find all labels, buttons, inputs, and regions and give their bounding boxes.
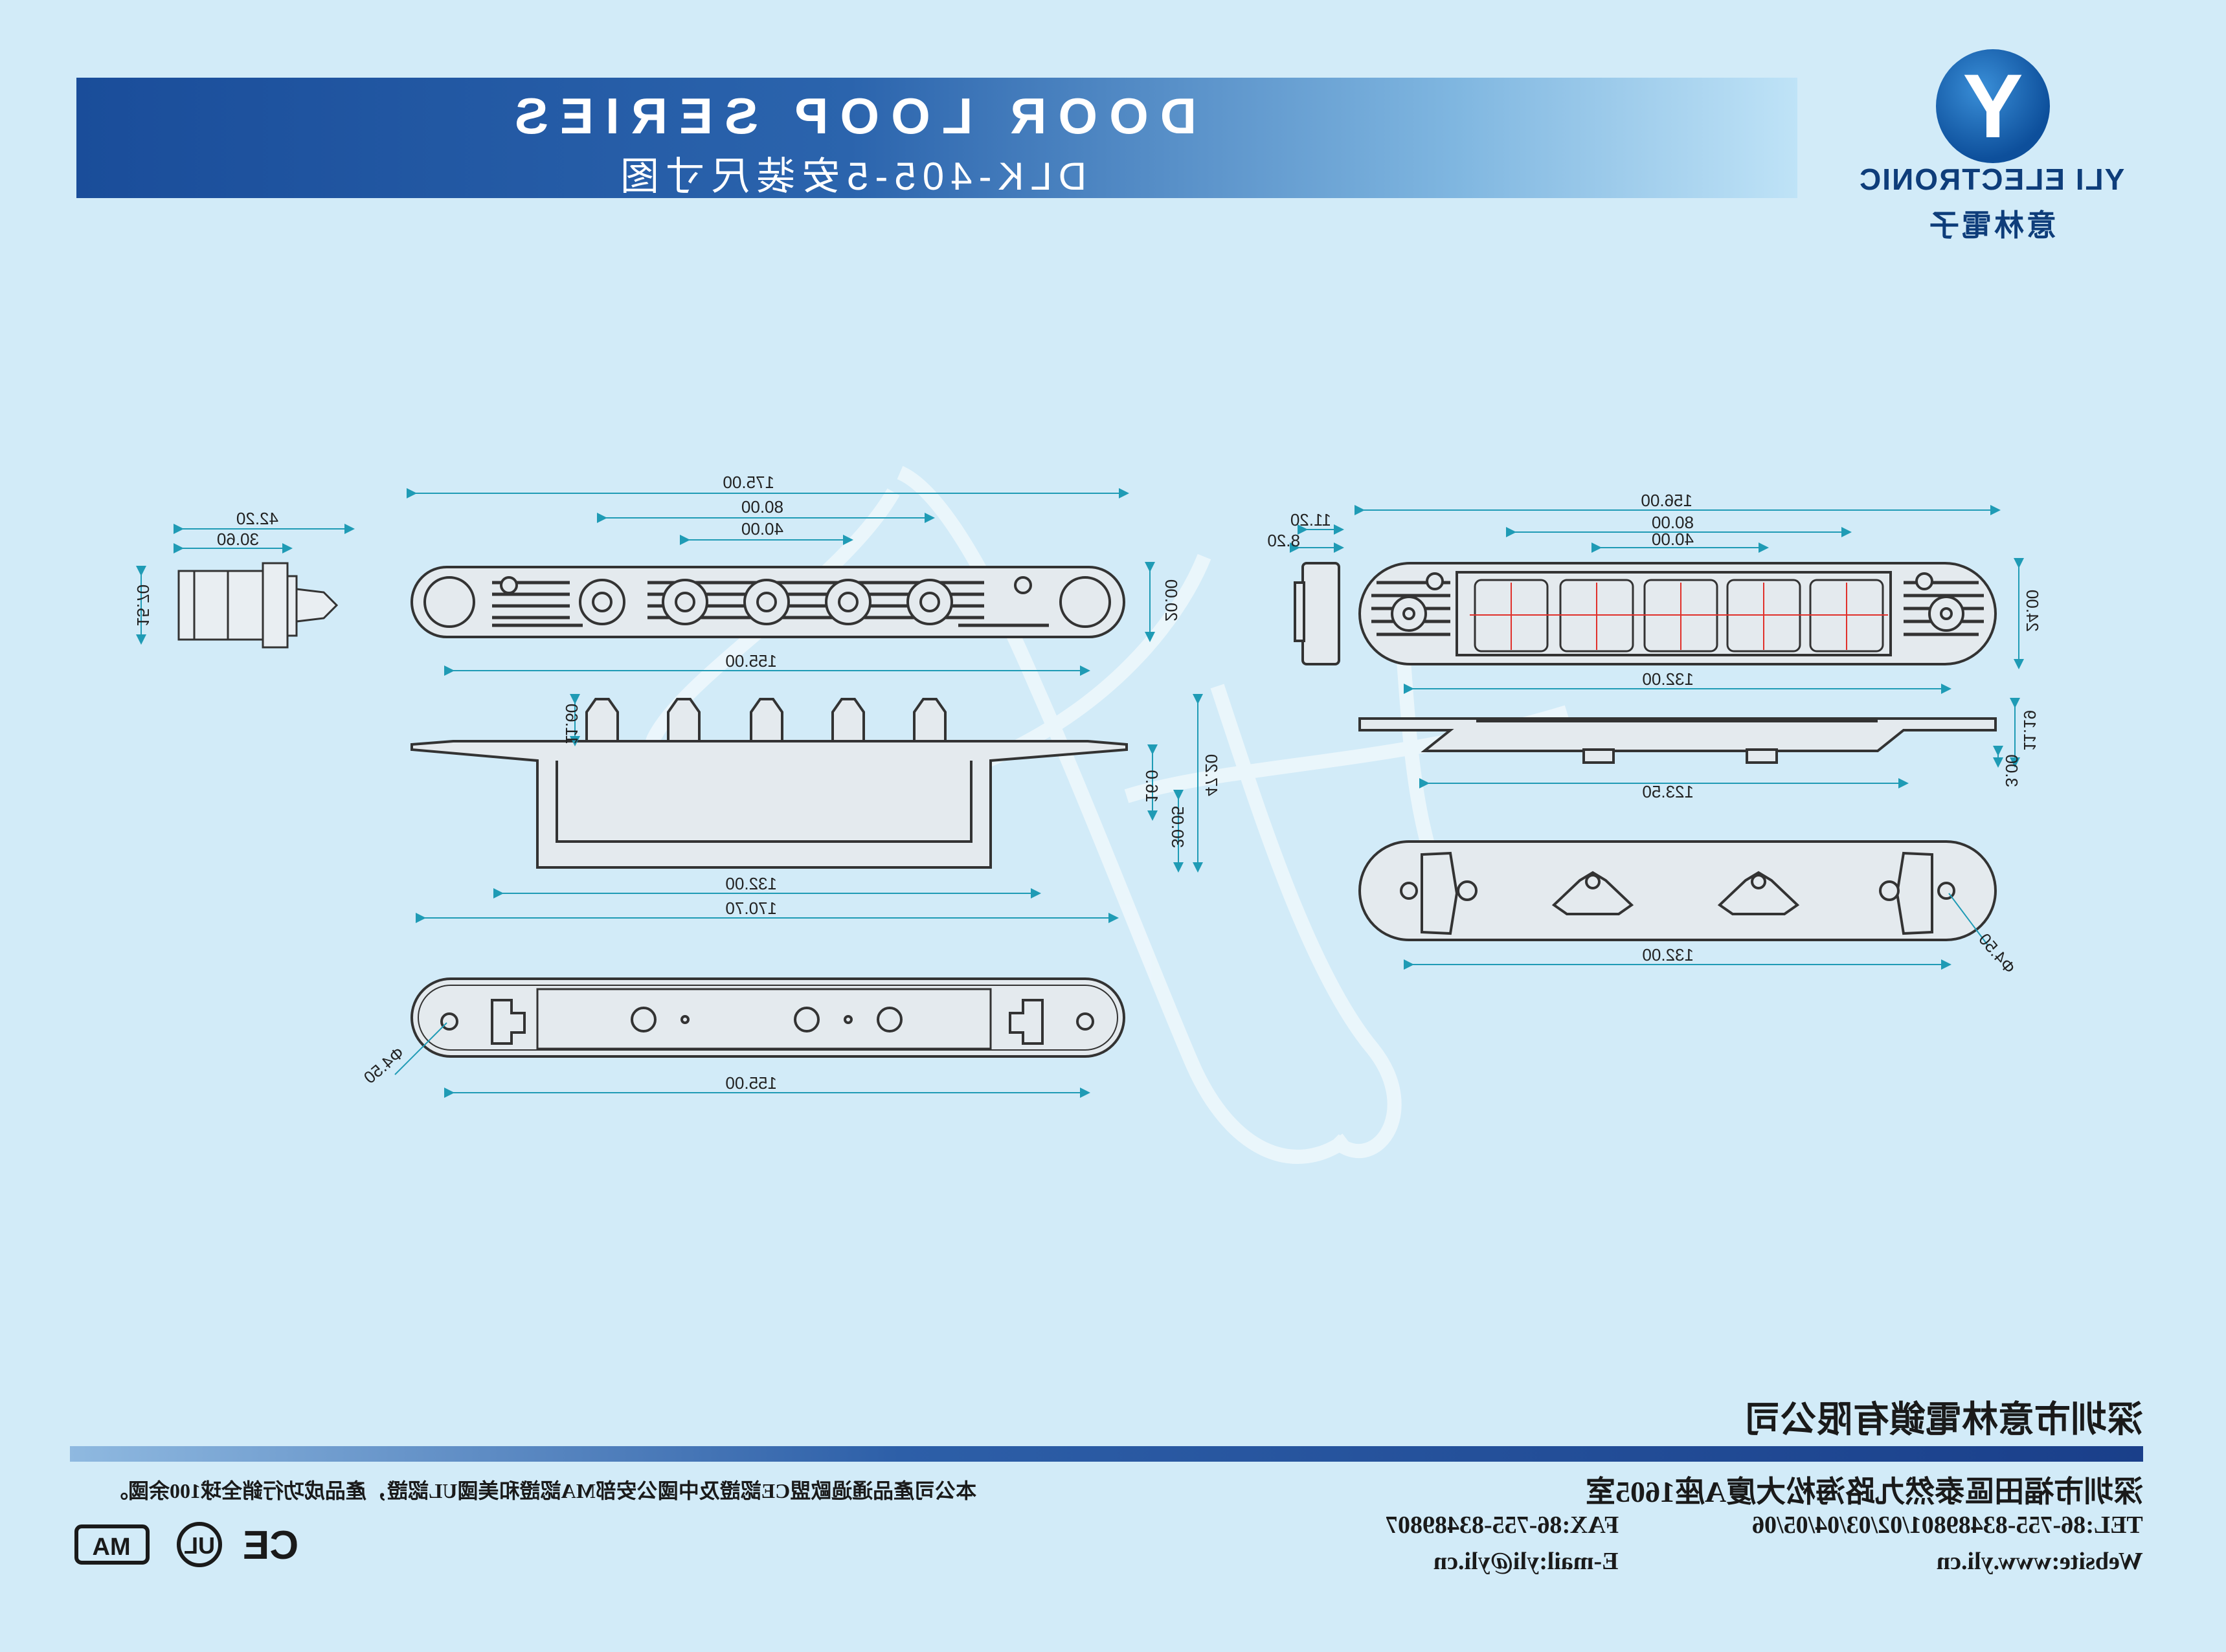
dim-front-inner-width: 132.00 (725, 874, 777, 893)
ma-mark-text: MA (92, 1534, 130, 1561)
dim-top-length: 175.00 (723, 473, 774, 492)
dim-side-width-body: 30.60 (217, 530, 259, 549)
ce-mark-text: CE (243, 1523, 298, 1568)
certification-note-text: 本公司產品通過歐盟CE認證及中國公安部MA認證和美國UL認證，產品成功行銷全球1… (107, 1479, 976, 1502)
dim-mate-front-offset: 3.00 (2002, 754, 2021, 787)
company-email: E-mail:yli@yli.cn (1327, 1547, 1619, 1576)
company-tel: TEL:86-755-83489801/02/03/04/05/06 (1658, 1511, 2143, 1539)
ce-mark: CE (243, 1523, 298, 1568)
dim-mate-side-width: 11.20 (1290, 510, 1331, 530)
dim-top-height: 20.00 (1162, 579, 1181, 621)
dim-mate-bottom-span: 132.00 (1642, 945, 1694, 965)
dim-mate-top-spacing-outer: 80.00 (1652, 513, 1694, 532)
mate-bottom-dimensions (1404, 893, 1988, 970)
header-band: DOOR LOOP SERIES DLK-405-5安装尺寸图 (76, 78, 1797, 198)
dim-front-pin-height: 11.60 (562, 704, 581, 744)
company-address: 深圳市福田區泰然九路海松大廈A座1605室 (1489, 1468, 2143, 1511)
dim-bottom-hole-dia: Φ4.50 (360, 1043, 408, 1088)
main-bottom-view (410, 977, 1125, 1058)
company-name: 深圳市意林電鎖有限公司 (1645, 1390, 2143, 1443)
mate-top-dimensions (1355, 505, 2024, 694)
dim-mate-front-width: 123.50 (1642, 782, 1694, 801)
mate-front-view (1358, 717, 1997, 764)
dim-front-total-height: 47.20 (1202, 754, 1221, 796)
dim-mate-top-span: 132.00 (1642, 669, 1694, 689)
company-fax: FAX:86-755-83489807 (1327, 1511, 1619, 1539)
logo-letter: Y (1962, 55, 2023, 157)
company-website-text: Website:www.yli.cn (1937, 1548, 2143, 1575)
dim-front-depth-a: 16.0 (1142, 770, 1162, 803)
dim-side-width-overall: 42.20 (236, 509, 278, 528)
dim-front-outer-width: 170.70 (725, 899, 777, 918)
footer-bar (70, 1446, 2143, 1462)
dim-mate-top-spacing-inner: 40.00 (1652, 530, 1694, 549)
side-view (177, 562, 339, 649)
dim-top-spacing-outer: 80.00 (741, 497, 783, 517)
company-name-text: 深圳市意林電鎖有限公司 (1744, 1400, 2143, 1440)
dim-mate-side-flange: 8.20 (1267, 531, 1300, 550)
mate-side-dimensions (1290, 524, 1344, 553)
main-top-dimensions (407, 488, 1155, 676)
dim-mate-front-height: 11.19 (2020, 710, 2040, 751)
main-front-dimensions (416, 694, 1203, 923)
main-front-view (410, 698, 1128, 869)
dim-mate-top-length: 156.00 (1641, 491, 1692, 510)
main-bottom-dimensions (394, 1022, 1090, 1098)
side-view-dimensions (136, 524, 355, 645)
company-tel-text: TEL:86-755-83489801/02/03/04/05/06 (1752, 1512, 2143, 1539)
certification-marks: MA UL CE (74, 1522, 298, 1568)
ma-mark: MA (74, 1524, 150, 1565)
dim-top-hole-span: 155.00 (725, 651, 777, 671)
company-fax-text: FAX:86-755-83489807 (1385, 1512, 1619, 1539)
dim-mate-top-height: 24.00 (2023, 590, 2042, 632)
company-email-text: E-mail:yli@yli.cn (1433, 1548, 1619, 1575)
ul-mark: UL (177, 1522, 222, 1567)
mate-side-view (1294, 562, 1340, 665)
dim-bottom-hole-span: 155.00 (725, 1073, 777, 1093)
dim-front-depth-b: 30.05 (1168, 806, 1187, 848)
company-address-text: 深圳市福田區泰然九路海松大廈A座1605室 (1585, 1475, 2143, 1508)
company-website: Website:www.yli.cn (1852, 1547, 2143, 1576)
dim-top-spacing-inner: 40.00 (741, 519, 783, 539)
certification-note: 本公司產品通過歐盟CE認證及中國公安部MA認證和美國UL認證，產品成功行銷全球1… (70, 1475, 976, 1504)
mate-front-dimensions (1419, 698, 2020, 788)
main-top-view (410, 566, 1125, 638)
dim-side-height: 15.70 (133, 585, 153, 627)
ul-mark-text: UL (184, 1532, 215, 1559)
mate-bottom-view (1358, 840, 1997, 941)
logo: Y (1936, 49, 2050, 163)
mate-top-view (1358, 562, 1997, 665)
dim-mate-bottom-hole-dia: Φ4.50 (1975, 930, 2019, 977)
